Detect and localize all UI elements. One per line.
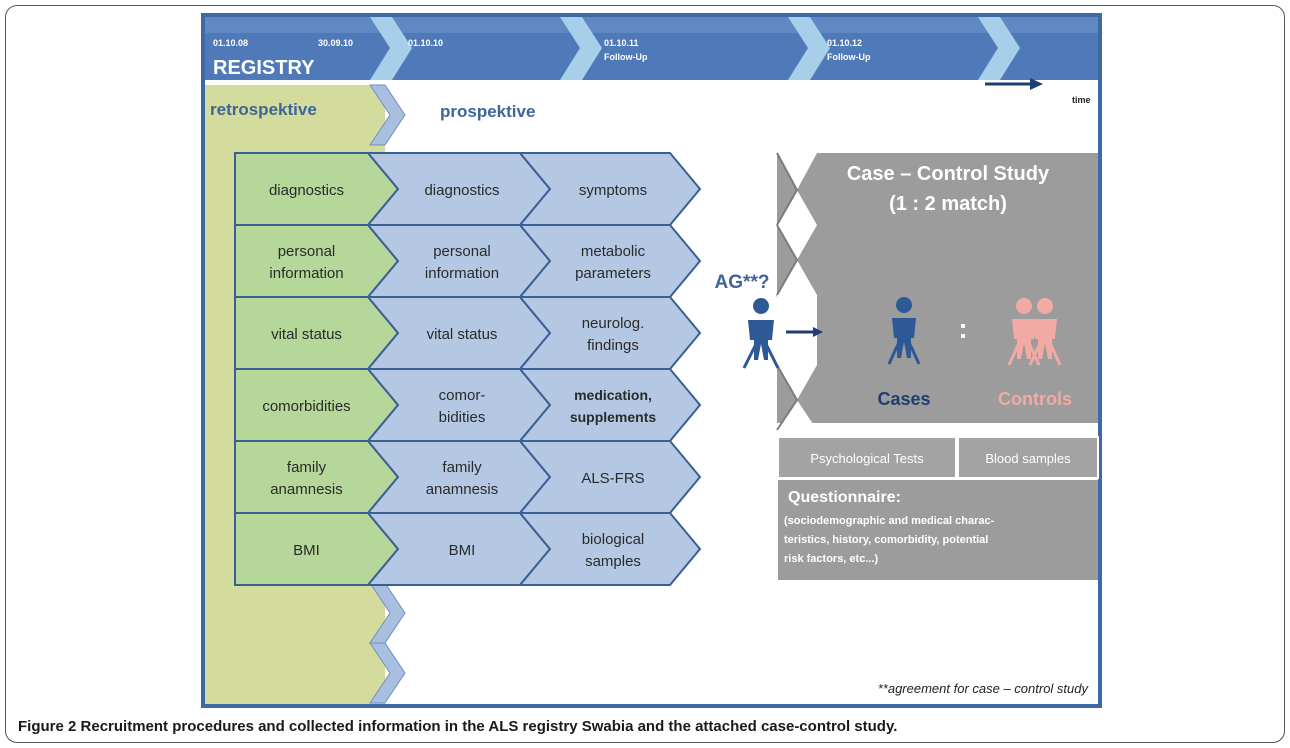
prospective-label-3-line-0: comor- xyxy=(439,387,486,404)
figure-caption: Figure 2 Recruitment procedures and coll… xyxy=(18,718,897,735)
prospective-label-1-line-0: personal xyxy=(433,243,491,260)
retrospective-label-4-line-0: family xyxy=(287,459,327,476)
followup-label-2-line-1: findings xyxy=(587,337,639,354)
ag-person-icon xyxy=(742,298,780,369)
phase-divider-chevron-2 xyxy=(369,642,406,704)
questionnaire-line-2: teristics, history, comorbidity, potenti… xyxy=(784,534,988,546)
prospective-label: prospektive xyxy=(440,102,535,121)
agreement-footnote: **agreement for case – control study xyxy=(878,681,1090,696)
prospective-label-2-line-0: vital status xyxy=(427,326,498,343)
ag-arrow-head xyxy=(813,327,823,337)
notch-edge-2 xyxy=(776,224,799,296)
timeline-chevron-2 xyxy=(560,17,602,80)
followup2-date: 01.10.12 xyxy=(827,38,862,48)
followup-label-2-line-0: neurolog. xyxy=(582,315,645,332)
prospective-label-5-line-0: BMI xyxy=(449,542,476,559)
prospective-label-0-line-0: diagnostics xyxy=(424,182,499,199)
prospective-label-3-line-1: bidities xyxy=(439,409,486,426)
case-control-subtitle: (1 : 2 match) xyxy=(889,193,1007,215)
psych-tests-box xyxy=(777,436,957,479)
timeline-chevron-4 xyxy=(978,17,1020,80)
followup1-date: 01.10.11 xyxy=(604,38,639,48)
retrospective-label-1-line-0: personal xyxy=(278,243,336,260)
date-start: 01.10.08 xyxy=(213,38,248,48)
retrospective-box-1 xyxy=(234,224,400,298)
followup-label-4-line-0: ALS-FRS xyxy=(581,470,644,487)
retrospective-label-4-line-1: anamnesis xyxy=(270,481,343,498)
control-person-icon-2 xyxy=(1028,298,1062,366)
followup-label-3-line-0: medication, xyxy=(574,387,652,403)
case-control-title: Case – Control Study xyxy=(847,163,1050,185)
followup-label-1-line-1: parameters xyxy=(575,265,651,282)
controls-label: Controls xyxy=(998,389,1072,409)
agreement-label: AG**? xyxy=(715,272,770,293)
retrospective-box-4 xyxy=(234,440,400,514)
followup-label-0-line-0: symptoms xyxy=(579,182,647,199)
questionnaire-title: Questionnaire: xyxy=(788,489,901,506)
time-label: time xyxy=(1072,95,1091,105)
followup-label-5-line-0: biological xyxy=(582,531,645,548)
caption-label: Figure 2 xyxy=(18,718,77,735)
prospective-label-4-line-1: anamnesis xyxy=(426,481,499,498)
registry-title: REGISTRY xyxy=(213,57,315,79)
retrospective-label-2-line-0: vital status xyxy=(271,326,342,343)
timeline-chevron-3 xyxy=(788,17,830,80)
case-panel-gap xyxy=(777,295,817,365)
prospective-label-1-line-1: information xyxy=(425,265,499,282)
questionnaire-line-1: (sociodemographic and medical charac- xyxy=(784,515,995,527)
blood-samples-label: Blood samples xyxy=(985,451,1071,466)
cases-label: Cases xyxy=(877,389,930,409)
date-end: 30.09.10 xyxy=(318,38,353,48)
timeline-highlight xyxy=(205,17,1098,33)
case-person-icon xyxy=(887,297,921,365)
followup1-label: Follow-Up xyxy=(604,52,648,62)
followup-label-5-line-1: samples xyxy=(585,553,641,570)
retrospective-label-0-line-0: diagnostics xyxy=(269,182,344,199)
phase-divider-chevron-top xyxy=(369,84,406,146)
case-control-panel xyxy=(777,153,1098,423)
followup-label-3-line-1: supplements xyxy=(570,409,657,425)
questionnaire-box xyxy=(778,480,1098,580)
followup2-label: Follow-Up xyxy=(827,52,871,62)
followup-box-5 xyxy=(517,512,702,586)
prospective-label-4-line-0: family xyxy=(442,459,482,476)
time-arrow-head xyxy=(1030,78,1043,90)
followup-label-1-line-0: metabolic xyxy=(581,243,646,260)
blood-samples-box xyxy=(957,436,1099,479)
timeline-chevron-1 xyxy=(370,17,412,80)
questionnaire-line-3: risk factors, etc...) xyxy=(784,553,878,565)
control-person-icon-1 xyxy=(1007,298,1041,366)
caption-text: Recruitment procedures and collected inf… xyxy=(80,718,898,735)
notch-edge-4 xyxy=(776,364,799,431)
ratio-colon: : xyxy=(958,313,967,344)
data-rows: diagnostics personal information vital stat… xyxy=(234,152,702,586)
retrospective-label: retrospektive xyxy=(210,100,317,119)
notch-edge-1 xyxy=(776,152,799,226)
retrospective-label-3-line-0: comorbidities xyxy=(262,398,350,415)
psych-tests-label: Psychological Tests xyxy=(810,451,924,466)
retrospective-label-1-line-1: information xyxy=(269,265,343,282)
date-prospective: 01.10.10 xyxy=(408,38,443,48)
retrospective-label-5-line-0: BMI xyxy=(293,542,320,559)
